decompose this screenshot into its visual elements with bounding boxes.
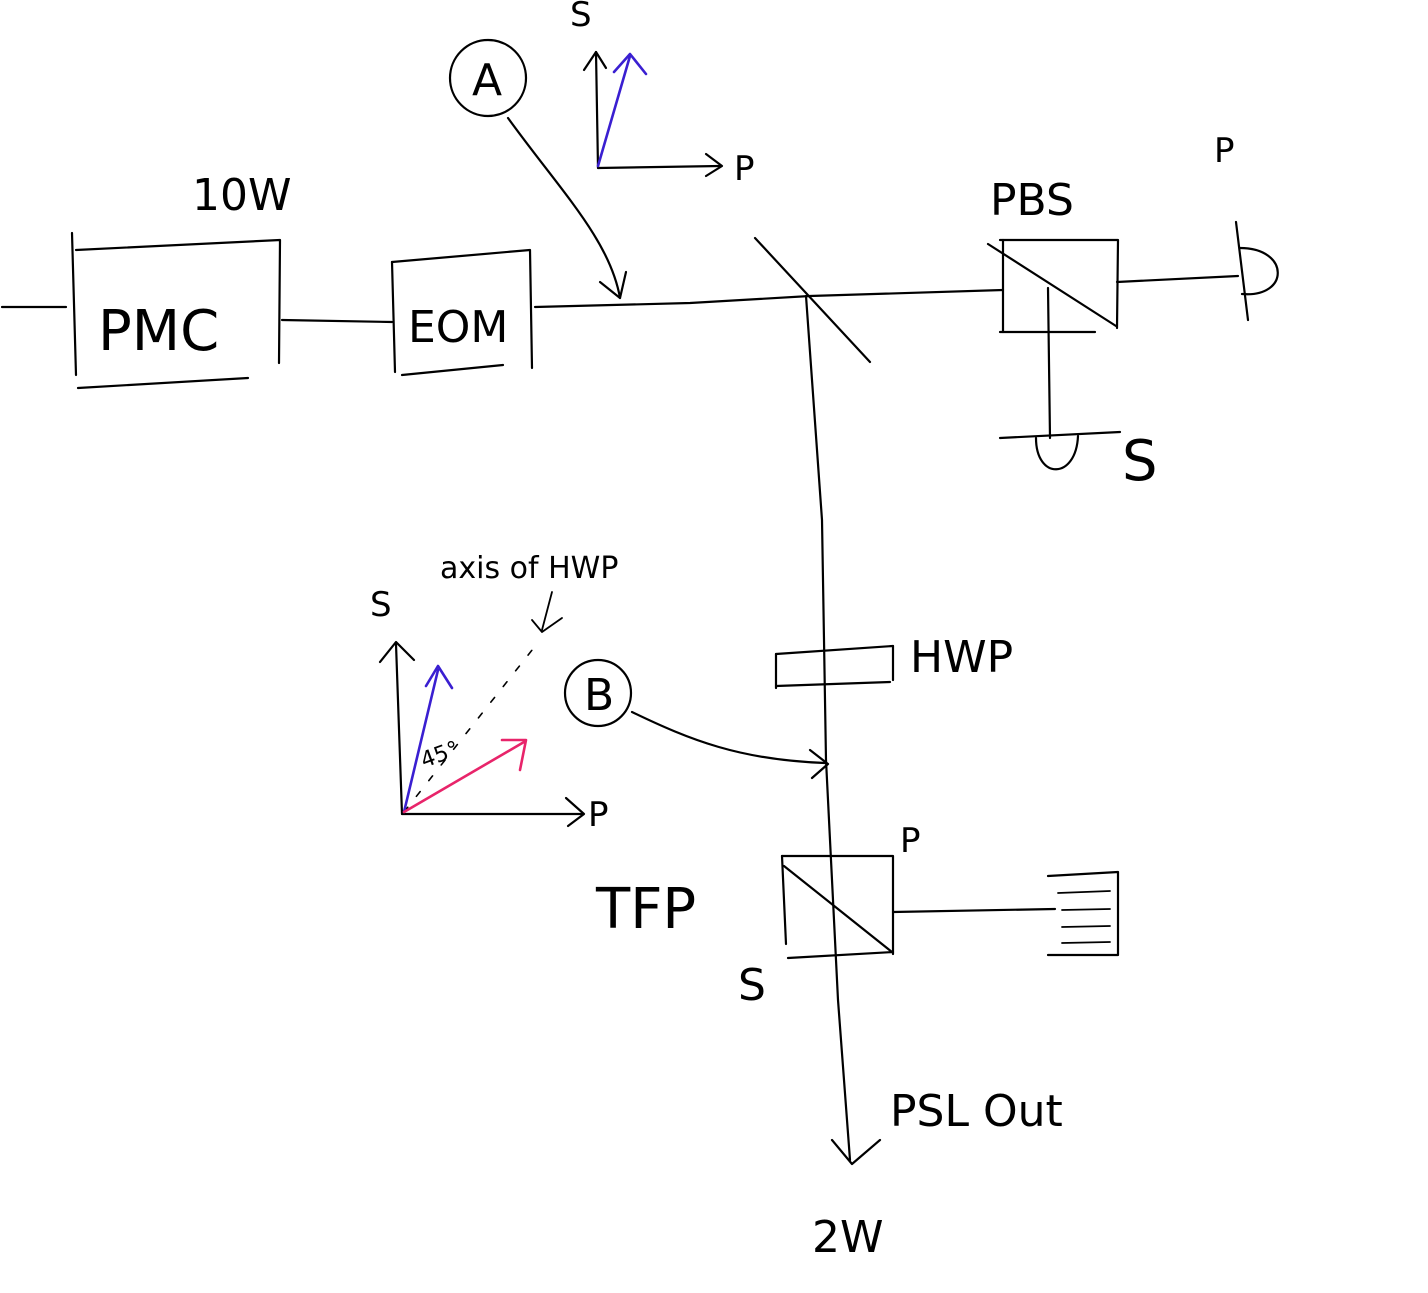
eom-label: EOM — [408, 302, 508, 353]
hwp-label: HWP — [910, 632, 1013, 683]
beam-pmc-to-eom — [280, 318, 394, 324]
psl-out-label: PSL Out — [890, 1086, 1063, 1137]
beam-eom-to-pbs — [533, 288, 1005, 309]
axis-a-p-label: P — [734, 149, 755, 189]
pbs-cube: PBS — [986, 175, 1120, 440]
beam-pbs-s-output — [1046, 286, 1052, 440]
tfp-s-label: S — [738, 960, 766, 1011]
pbs-s-label: S — [1122, 429, 1158, 494]
polarization-axes-b: axis of HWP S P 45° — [370, 551, 618, 835]
input-polarization-vector — [596, 52, 648, 168]
thin-film-polarizer: TFP P S — [595, 821, 921, 1011]
axis-of-hwp-label: axis of HWP — [440, 551, 618, 586]
beam-pbs-p-output — [1115, 274, 1240, 284]
eom-box: EOM — [390, 248, 534, 377]
point-a-label: A — [472, 55, 502, 106]
tfp-label: TFP — [595, 877, 696, 942]
half-wave-plate: HWP — [774, 632, 1013, 690]
p-photodetector: P — [1214, 131, 1279, 322]
output-power-label: 2W — [812, 1212, 884, 1263]
point-a-marker: A — [448, 38, 628, 300]
s-photodetector: S — [998, 429, 1158, 494]
beam-path — [0, 274, 1240, 1162]
pmc-box: PMC — [70, 231, 282, 390]
point-b-marker: B — [563, 658, 830, 780]
hwp-axis-line — [403, 639, 541, 813]
tfp-p-label: P — [900, 821, 921, 861]
input-power-label: 10W — [192, 170, 292, 221]
input-polarization-vector-b — [402, 664, 454, 814]
pbs-label: PBS — [990, 175, 1074, 226]
axis-b-s-label: S — [370, 585, 392, 625]
axis-b-p-label: P — [588, 795, 609, 835]
axis-a-s-label: S — [570, 0, 592, 35]
beam-tfp-to-dump — [891, 907, 1057, 914]
rotated-polarization-vector — [402, 738, 528, 814]
angle-mark-label: 45° — [418, 737, 463, 774]
beam-down-to-out — [804, 294, 852, 1162]
point-b-label: B — [584, 670, 614, 721]
beam-splitter-mirror — [753, 236, 872, 364]
beam-dump — [1046, 870, 1120, 957]
pbs-p-label: P — [1214, 131, 1235, 171]
polarization-axes-a: S P — [570, 0, 755, 189]
psl-output: PSL Out 2W — [812, 1086, 1063, 1263]
pmc-label: PMC — [98, 299, 219, 364]
